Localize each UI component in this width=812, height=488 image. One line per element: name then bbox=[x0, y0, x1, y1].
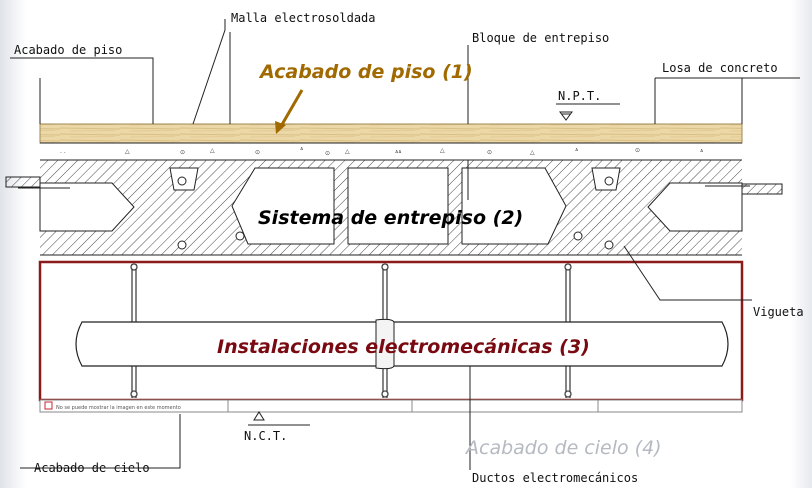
svg-text:⊙: ⊙ bbox=[255, 149, 260, 156]
svg-text:⊙: ⊙ bbox=[635, 147, 640, 154]
svg-text:· ·: · · bbox=[60, 150, 66, 157]
svg-text:⊙: ⊙ bbox=[487, 149, 492, 156]
svg-text:△: △ bbox=[530, 149, 535, 156]
svg-text:ᐞ: ᐞ bbox=[700, 149, 703, 156]
callout-sistema-entrepiso: Sistema de entrepiso (2) bbox=[258, 207, 523, 229]
ceiling-finish: No se puede mostrar la imagen en este mo… bbox=[39, 399, 743, 413]
label-nct: N.C.T. bbox=[244, 429, 287, 443]
leader-arrow-icon bbox=[275, 89, 304, 134]
label-acabado-piso: Acabado de piso bbox=[14, 43, 122, 57]
callout-instalaciones: Instalaciones electromecánicas (3) bbox=[217, 336, 590, 358]
label-malla: Malla electrosoldada bbox=[231, 11, 376, 25]
label-losa: Losa de concreto bbox=[662, 61, 778, 75]
svg-text:△: △ bbox=[440, 147, 445, 154]
svg-text:△: △ bbox=[125, 148, 130, 155]
label-acabado-cielo: Acabado de cielo bbox=[34, 461, 150, 475]
concrete-slab: · · △ ⊙ △ ⊙ ᐞ ⊙ △ ᐞᐞ △ ⊙ △ ᐞ ⊙ ᐞ bbox=[40, 142, 742, 161]
svg-text:⊙: ⊙ bbox=[180, 149, 185, 156]
broken-image-text: No se puede mostrar la imagen en este mo… bbox=[56, 405, 181, 411]
floor-finish-layer bbox=[39, 123, 743, 144]
level-marker-icon bbox=[253, 411, 265, 421]
label-ductos: Ductos electromecánicos bbox=[472, 471, 638, 485]
svg-text:ᐞᐞ: ᐞᐞ bbox=[395, 150, 402, 157]
callout-acabado-piso: Acabado de piso (1) bbox=[258, 61, 473, 83]
callout-acabado-cielo: Acabado de cielo (4) bbox=[464, 437, 662, 459]
floor-system bbox=[5, 160, 783, 256]
electromechanical-duct bbox=[75, 318, 729, 370]
label-vigueta: Vigueta bbox=[753, 305, 804, 319]
label-bloque: Bloque de entrepiso bbox=[472, 31, 609, 45]
svg-text:ᐞ: ᐞ bbox=[300, 147, 303, 154]
broken-image-icon bbox=[44, 401, 53, 410]
leader-lines bbox=[10, 19, 800, 470]
svg-text:△: △ bbox=[210, 147, 215, 154]
svg-text:△: △ bbox=[345, 148, 350, 155]
level-marker-icon bbox=[559, 111, 573, 121]
svg-text:ᐞ: ᐞ bbox=[575, 148, 578, 155]
svg-text:⊙: ⊙ bbox=[325, 150, 330, 157]
label-npt: N.P.T. bbox=[558, 89, 601, 103]
